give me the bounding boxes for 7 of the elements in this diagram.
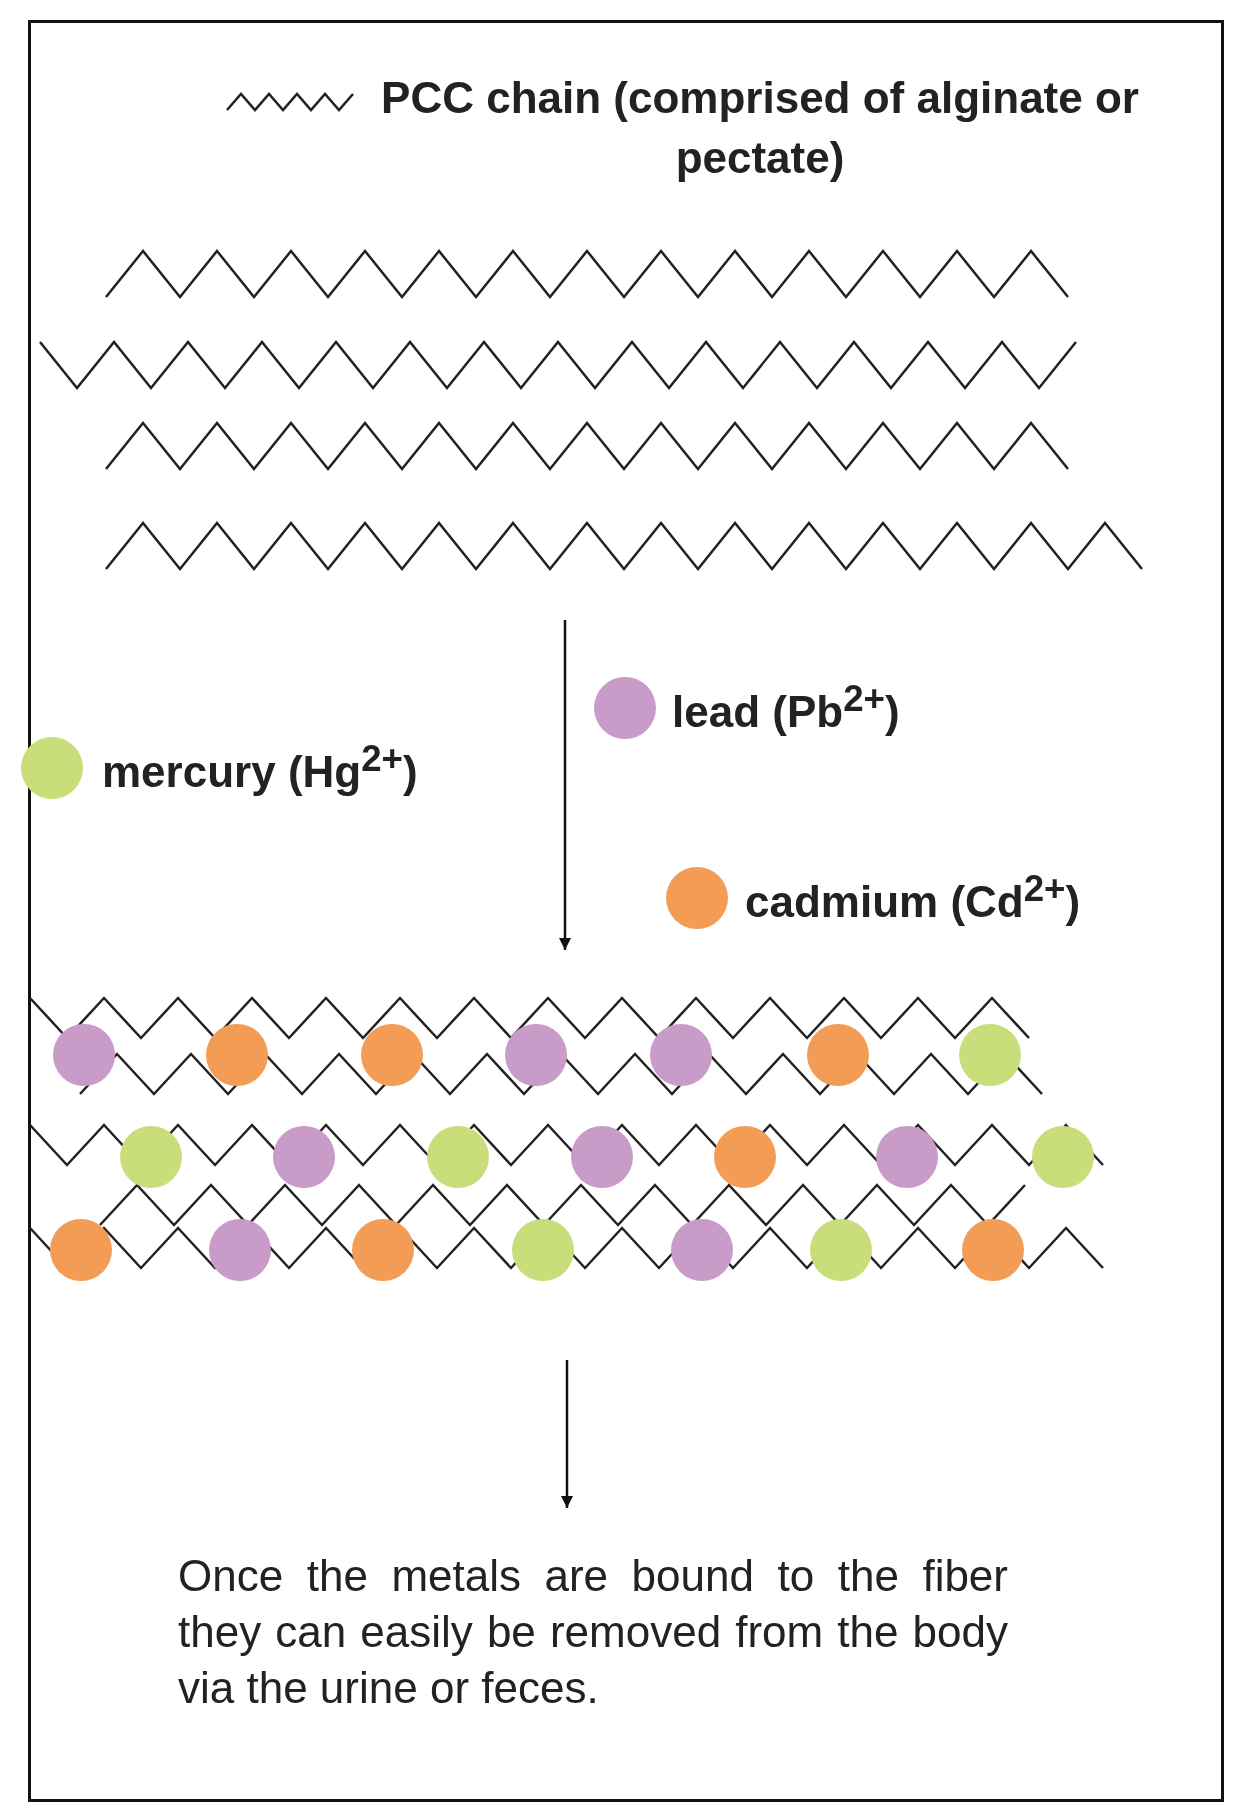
arrow	[560, 1360, 574, 1508]
legend-label: cadmium (Cd$^{2+}$)	[745, 868, 1081, 927]
description-text: Once the metals are bound to the fiber they can easily be removed from the body via the urine or feces.	[178, 1548, 1008, 1716]
legend-label: lead (Pb$^{2+}$)	[672, 678, 900, 737]
arrow	[558, 620, 572, 950]
legend-label: mercury (Hg$^{2+}$)	[102, 738, 418, 797]
legend-label: PCC chain (comprised of alginate or pectate)	[380, 72, 1140, 184]
